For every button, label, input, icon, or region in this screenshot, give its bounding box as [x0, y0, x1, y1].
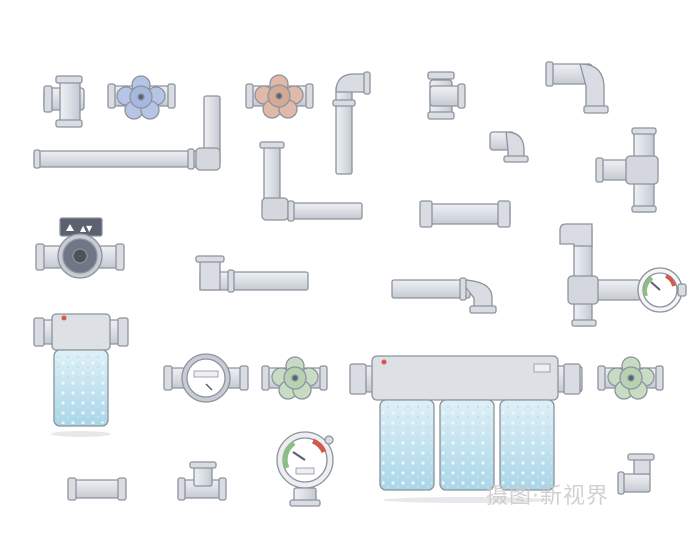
elbow-fitting-1 [545, 61, 609, 114]
pipe-with-gauge [559, 223, 687, 327]
blue-flower-valve [107, 75, 176, 120]
straight-pipe-2 [67, 477, 127, 501]
triple-water-filter [349, 355, 583, 503]
tee-fitting-2 [427, 71, 466, 120]
tee-fitting-3 [595, 127, 659, 213]
straight-pipe-1 [419, 200, 511, 228]
long-elbow-pipe [33, 95, 221, 171]
horizontal-elbow-pipe [195, 255, 309, 293]
pump-display-text: ▲▼ [80, 224, 93, 233]
l-shaped-pipe [259, 141, 363, 222]
circulation-pump: ▲▼ [35, 217, 125, 279]
watermark: 摄图·新视界 [486, 484, 609, 509]
elbow-pipe-2 [391, 277, 497, 314]
orange-flower-valve [245, 74, 314, 119]
green-flower-valve-2 [597, 356, 664, 400]
single-water-filter [33, 313, 129, 437]
small-elbow-fitting [489, 131, 529, 163]
tee-fitting-1 [43, 75, 85, 128]
green-flower-valve-1 [261, 356, 328, 400]
pressure-gauge [276, 431, 334, 507]
vertical-elbow-pipe [332, 71, 371, 175]
water-meter [163, 353, 249, 403]
elbow-fitting-2 [617, 453, 655, 495]
tee-fitting-4 [177, 461, 227, 501]
